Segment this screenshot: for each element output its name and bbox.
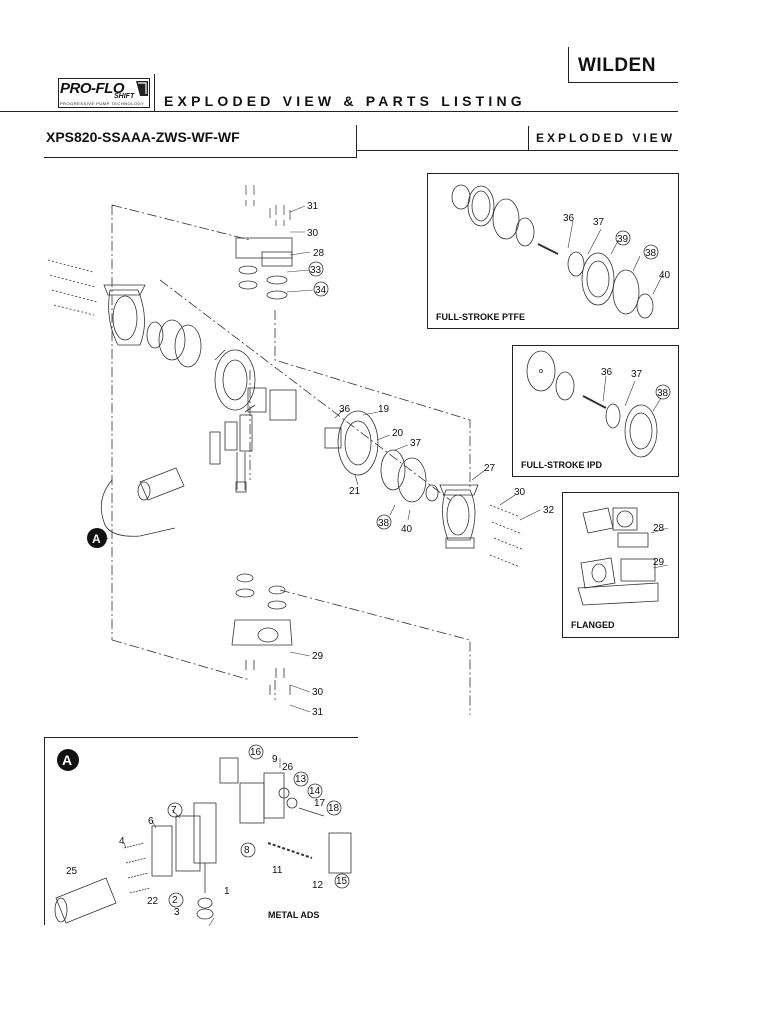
flanged-callout-29: 29 <box>653 557 665 568</box>
callout-29: 29 <box>312 651 324 662</box>
metal-ads-label: METAL ADS <box>268 910 320 920</box>
detail-a-badge <box>57 749 79 771</box>
detail-callout-9: 9 <box>272 754 278 765</box>
detail-callout-13: 13 <box>295 774 307 785</box>
ipd-callout-38: 38 <box>657 388 669 399</box>
model-number: XPS820-SSAAA-ZWS-WF-WF <box>46 129 240 145</box>
subtitle-rule <box>356 150 678 151</box>
logo-divider <box>154 74 155 112</box>
detail-a-top-rule <box>44 737 358 738</box>
callout-21: 21 <box>349 486 361 497</box>
callout-30-right: 30 <box>514 487 526 498</box>
callout-28: 28 <box>313 248 325 259</box>
detail-callout-8: 8 <box>244 845 250 856</box>
section-subtitle: EXPLODED VIEW <box>536 131 676 145</box>
callout-30-top: 30 <box>307 228 319 239</box>
detail-callout-14: 14 <box>309 786 321 797</box>
callout-36: 36 <box>339 404 351 415</box>
callout-32: 32 <box>543 505 555 516</box>
callout-33: 33 <box>310 265 322 276</box>
callout-38: 38 <box>378 518 390 529</box>
ipd-callout-36: 36 <box>601 367 613 378</box>
ptfe-callout-39: 39 <box>617 234 629 245</box>
detail-callout-3: 3 <box>174 907 180 918</box>
callout-19: 19 <box>378 404 390 415</box>
detail-a-marker <box>87 528 107 548</box>
detail-callout-1: 1 <box>224 886 230 897</box>
ipd-diagram: 36 37 38 <box>526 350 671 458</box>
page-title: EXPLODED VIEW & PARTS LISTING <box>164 93 526 109</box>
detail-callout-7: 7 <box>171 805 177 816</box>
detail-callout-22: 22 <box>147 896 159 907</box>
ptfe-callout-36: 36 <box>563 213 575 224</box>
detail-callout-17: 17 <box>314 798 326 809</box>
detail-callout-25: 25 <box>66 866 78 877</box>
ptfe-callout-37: 37 <box>593 217 605 228</box>
detail-a-left-rule <box>44 737 45 925</box>
callout-31-bottom: 31 <box>312 707 324 718</box>
detail-callout-4: 4 <box>119 836 125 847</box>
brand-name: WILDEN <box>578 55 656 76</box>
main-exploded-diagram: 31 30 28 33 34 36 19 20 37 27 30 32 21 3… <box>47 185 555 718</box>
model-rule <box>44 157 356 158</box>
flanged-diagram: 28 29 <box>577 507 669 606</box>
header-rule <box>0 111 678 112</box>
callout-27: 27 <box>484 463 496 474</box>
detail-callout-2: 2 <box>172 895 178 906</box>
ipd-callout-37: 37 <box>631 369 643 380</box>
callout-30-bottom: 30 <box>312 687 324 698</box>
flanged-label: FLANGED <box>571 620 615 630</box>
subtitle-divider <box>528 126 529 151</box>
callout-34: 34 <box>315 285 327 296</box>
detail-callout-26: 26 <box>282 762 294 773</box>
flanged-callout-28: 28 <box>653 523 665 534</box>
inset-full-stroke-ipd: 36 37 38 FULL-STROKE IPD <box>512 345 679 477</box>
brand-divider <box>568 47 569 83</box>
detail-callout-6: 6 <box>148 816 154 827</box>
ptfe-callout-38: 38 <box>645 248 657 259</box>
detail-callout-15: 15 <box>336 876 348 887</box>
logo-tagline: PROGRESSIVE PUMP TECHNOLOGY <box>60 101 145 106</box>
detail-callout-11: 11 <box>272 865 283 876</box>
logo-sub-text: SHIFT <box>114 93 135 100</box>
detail-a-diagram: A 16 9 26 <box>54 744 352 927</box>
ptfe-callout-40: 40 <box>659 270 671 281</box>
pro-flo-logo <box>58 78 150 108</box>
callout-31-top: 31 <box>307 201 319 212</box>
svg-text:A: A <box>92 532 101 546</box>
svg-text:A: A <box>62 752 72 768</box>
brand-rule <box>568 82 678 83</box>
ipd-label: FULL-STROKE IPD <box>521 460 602 470</box>
callout-20: 20 <box>392 428 404 439</box>
inset-flanged: 28 29 FLANGED <box>562 492 679 638</box>
callout-37: 37 <box>410 438 422 449</box>
inset-full-stroke-ptfe: 36 37 39 38 40 FULL-STROKE PTFE <box>427 173 679 329</box>
logo-main-text: PRO-FLO <box>60 80 125 97</box>
detail-callout-12: 12 <box>312 880 324 891</box>
detail-callout-16: 16 <box>250 747 262 758</box>
ptfe-label: FULL-STROKE PTFE <box>436 312 525 322</box>
detail-callout-18: 18 <box>328 803 340 814</box>
model-divider <box>356 125 357 158</box>
ptfe-diagram: 36 37 39 38 40 <box>451 184 671 319</box>
callout-40: 40 <box>401 524 413 535</box>
